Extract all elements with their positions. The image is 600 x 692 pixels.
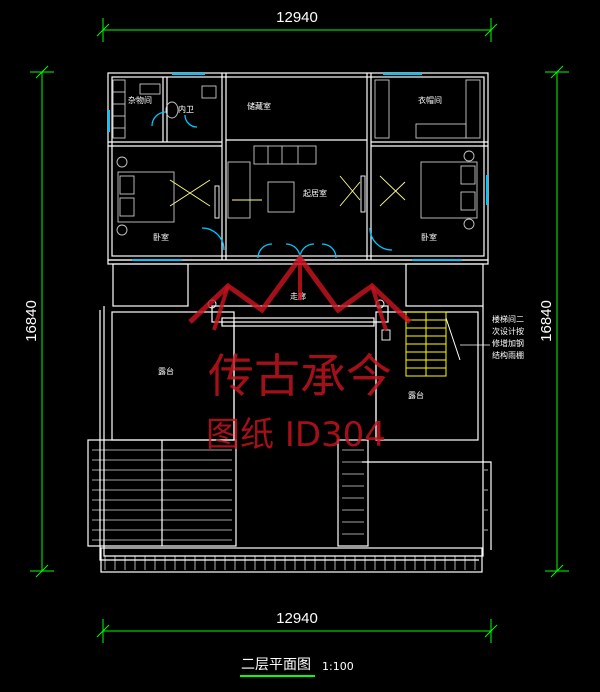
stair-note-line-1: 楼梯间二 (492, 314, 524, 324)
dim-left: 16840 (23, 300, 40, 342)
drawing-scale: 1:100 (322, 660, 354, 673)
furniture (112, 79, 481, 341)
room-bedroom-right: 卧室 (421, 232, 437, 242)
dim-bottom: 12940 (276, 610, 318, 627)
room-bedroom-left: 卧室 (153, 232, 169, 242)
room-storage: 杂物间 (128, 95, 152, 105)
stair-note-line-3: 修增加钢 (492, 338, 524, 348)
drawing-title: 二层平面图 (241, 657, 311, 673)
roof-hatching (92, 449, 488, 570)
walls (87, 72, 492, 573)
doors (151, 111, 393, 259)
staircase (405, 311, 461, 377)
dim-right: 16840 (538, 300, 555, 342)
stair-note-line-4: 结构雨棚 (492, 350, 524, 360)
windows (108, 73, 488, 261)
dimension-lines (30, 18, 569, 643)
stair-note-line-2: 次设计按 (492, 326, 524, 336)
room-terrace-right: 露台 (408, 390, 424, 400)
room-terrace-left: 露台 (158, 366, 174, 376)
watermark-brand: 传古承今 (208, 349, 392, 403)
dim-top: 12940 (276, 9, 318, 26)
room-wardrobe: 衣帽间 (418, 95, 442, 105)
room-living: 起居室 (303, 188, 327, 198)
room-study: 储藏室 (247, 101, 271, 111)
room-bath: 内卫 (178, 104, 194, 114)
watermark: 传古承今 图纸 ID304 (188, 253, 412, 455)
watermark-drawing-id: 图纸 ID304 (206, 415, 386, 455)
